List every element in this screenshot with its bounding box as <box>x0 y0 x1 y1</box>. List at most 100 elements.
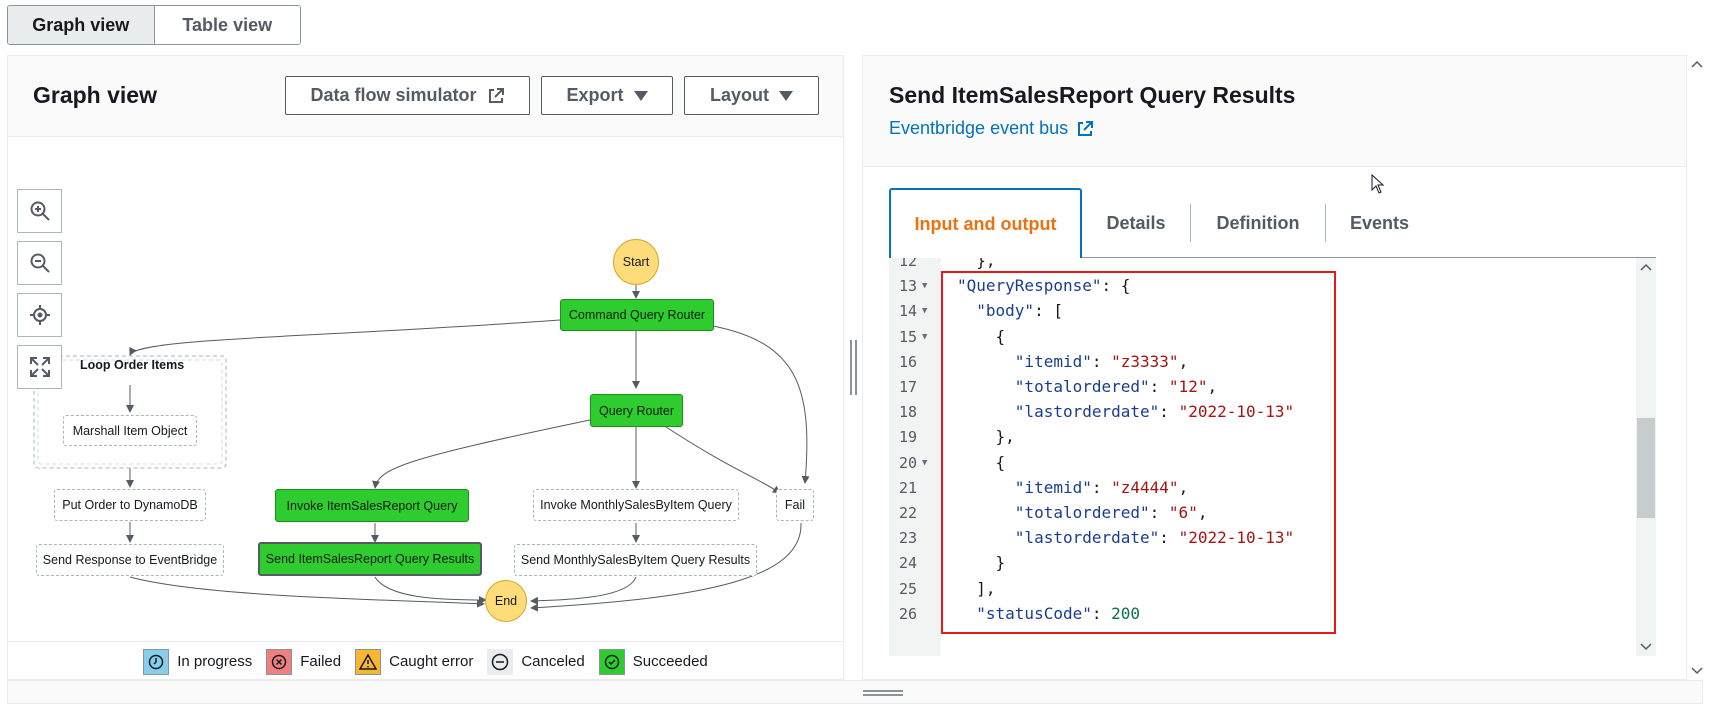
code-token: : <box>1149 377 1169 396</box>
details-panel-header: Send ItemSalesReport Query Results Event… <box>863 56 1686 167</box>
code-token: : [ <box>1034 301 1063 321</box>
code-token: , <box>1197 503 1208 522</box>
graph-canvas[interactable]: Start Command Query Router Loop Order It… <box>8 138 843 641</box>
edge-fail-end <box>530 522 802 612</box>
code-line: "QueryResponse": { <box>957 276 1130 295</box>
table-view-toggle[interactable]: Table view <box>154 6 300 44</box>
expand-icon <box>29 357 50 377</box>
code-token: : <box>1149 503 1169 522</box>
json-output-editor[interactable]: 12 },13▼"QueryResponse": {14▼ "body": [1… <box>889 258 1656 656</box>
edge-send-item-end <box>374 576 487 604</box>
layout-label: Layout <box>709 85 769 105</box>
fit-view-button[interactable] <box>17 345 62 389</box>
code-token <box>957 478 1015 497</box>
graph-panel-title: Graph view <box>33 82 157 108</box>
fold-toggle-icon[interactable]: ▼ <box>922 306 928 317</box>
tab-events[interactable]: Events <box>1349 212 1410 233</box>
code-line: "lastorderdate": "2022-10-13" <box>957 402 1294 421</box>
page-scrollbar[interactable] <box>1688 55 1706 680</box>
export-label: Export <box>566 85 624 105</box>
query-router-node[interactable]: Query Router <box>590 394 683 427</box>
zoom-out-icon <box>30 253 50 273</box>
legend-in-progress: In progress <box>143 648 253 675</box>
code-token: "z3333" <box>1111 351 1179 371</box>
code-line: "body": [ <box>957 301 1063 320</box>
data-flow-simulator-button[interactable]: Data flow simulator <box>285 76 530 115</box>
export-button[interactable]: Export <box>541 76 673 115</box>
external-link-icon <box>488 87 504 103</box>
code-token: : <box>1159 528 1179 548</box>
tab-definition[interactable]: Definition <box>1216 212 1300 233</box>
invoke-itemsalesreport-node[interactable]: Invoke ItemSalesReport Query <box>275 489 469 522</box>
layout-button[interactable]: Layout <box>684 76 819 115</box>
check-circle-icon <box>598 648 625 675</box>
crosshair-icon <box>29 305 50 325</box>
code-token: "statusCode" <box>976 603 1092 623</box>
loop-order-items-label[interactable]: Loop Order Items <box>80 358 185 372</box>
fold-toggle-icon[interactable]: ▼ <box>922 331 928 342</box>
code-token: : { <box>1101 276 1131 296</box>
line-number: 19 <box>898 428 917 447</box>
code-token: "lastorderdate" <box>1014 528 1160 548</box>
edge-router-loop <box>129 319 561 356</box>
zoom-in-button[interactable] <box>17 189 62 233</box>
edge-router-fail <box>712 325 810 484</box>
marshall-item-object-node[interactable]: Marshall Item Object <box>63 415 197 446</box>
code-token: "2022-10-13" <box>1178 402 1295 422</box>
tab-details[interactable]: Details <box>1106 212 1166 233</box>
data-flow-simulator-label: Data flow simulator <box>310 85 477 105</box>
fail-node[interactable]: Fail <box>776 489 814 521</box>
graph-panel-header: Graph view Data flow simulator Export La… <box>8 56 843 137</box>
put-order-node[interactable]: Put Order to DynamoDB <box>54 489 206 521</box>
code-token: "QueryResponse" <box>957 276 1102 296</box>
end-node[interactable]: End <box>485 580 527 622</box>
center-button[interactable] <box>17 293 62 337</box>
start-node[interactable]: Start <box>613 239 659 285</box>
chevron-up-icon <box>1640 263 1652 271</box>
zoom-out-button[interactable] <box>17 241 62 285</box>
code-token: ], <box>957 578 996 598</box>
code-line: "statusCode": 200 <box>957 604 1140 623</box>
bottom-resize-bar[interactable] <box>7 680 1703 704</box>
send-itemsalesreport-node[interactable]: Send ItemSalesReport Query Results <box>258 542 482 576</box>
code-token: , <box>1207 377 1218 396</box>
code-token: "totalordered" <box>1014 377 1150 396</box>
resize-grip-icon[interactable] <box>863 690 903 696</box>
line-number: 21 <box>898 478 917 497</box>
code-token: "6" <box>1168 503 1198 522</box>
line-number: 16 <box>898 352 917 371</box>
eventbridge-link-label: Eventbridge event bus <box>889 118 1069 138</box>
editor-scroll-thumb[interactable] <box>1637 418 1655 518</box>
state-title: Send ItemSalesReport Query Results <box>889 82 1296 108</box>
send-monthlysales-node[interactable]: Send MonthlySalesByItem Query Results <box>514 544 757 576</box>
send-response-node[interactable]: Send Response to EventBridge <box>36 544 224 576</box>
code-token: , <box>1178 351 1189 371</box>
code-line: ], <box>957 578 996 598</box>
fold-toggle-icon[interactable]: ▼ <box>922 457 928 468</box>
line-gutter <box>889 258 941 656</box>
legend-failed-label: Failed <box>300 653 342 670</box>
eventbridge-link[interactable]: Eventbridge event bus <box>889 118 1094 139</box>
loop-group-box <box>33 355 227 469</box>
line-number: 20 <box>898 453 917 472</box>
chevron-up-icon <box>1691 60 1703 68</box>
code-token: : <box>1159 402 1179 422</box>
panel-splitter[interactable] <box>850 340 858 395</box>
chevron-down-icon <box>1640 643 1652 651</box>
tab-input-output[interactable]: Input and output <box>889 188 1082 259</box>
line-number: 13 <box>898 277 917 296</box>
code-token: "itemid" <box>1014 477 1092 497</box>
edge-send-monthly-end <box>530 576 637 605</box>
fold-toggle-icon[interactable]: ▼ <box>922 281 928 292</box>
invoke-monthlysales-node[interactable]: Invoke MonthlySalesByItem Query <box>533 489 739 521</box>
code-line: }, <box>957 427 1015 446</box>
code-line: "lastorderdate": "2022-10-13" <box>957 528 1294 547</box>
line-number: 22 <box>898 504 917 522</box>
legend-succeeded-label: Succeeded <box>632 653 708 670</box>
editor-scrollbar[interactable] <box>1636 258 1656 656</box>
code-line: } <box>957 553 1006 572</box>
graph-view-toggle[interactable]: Graph view <box>8 6 155 44</box>
legend-in-progress-label: In progress <box>177 653 253 670</box>
command-query-router-node[interactable]: Command Query Router <box>560 299 714 331</box>
code-token: "z4444" <box>1111 477 1179 497</box>
